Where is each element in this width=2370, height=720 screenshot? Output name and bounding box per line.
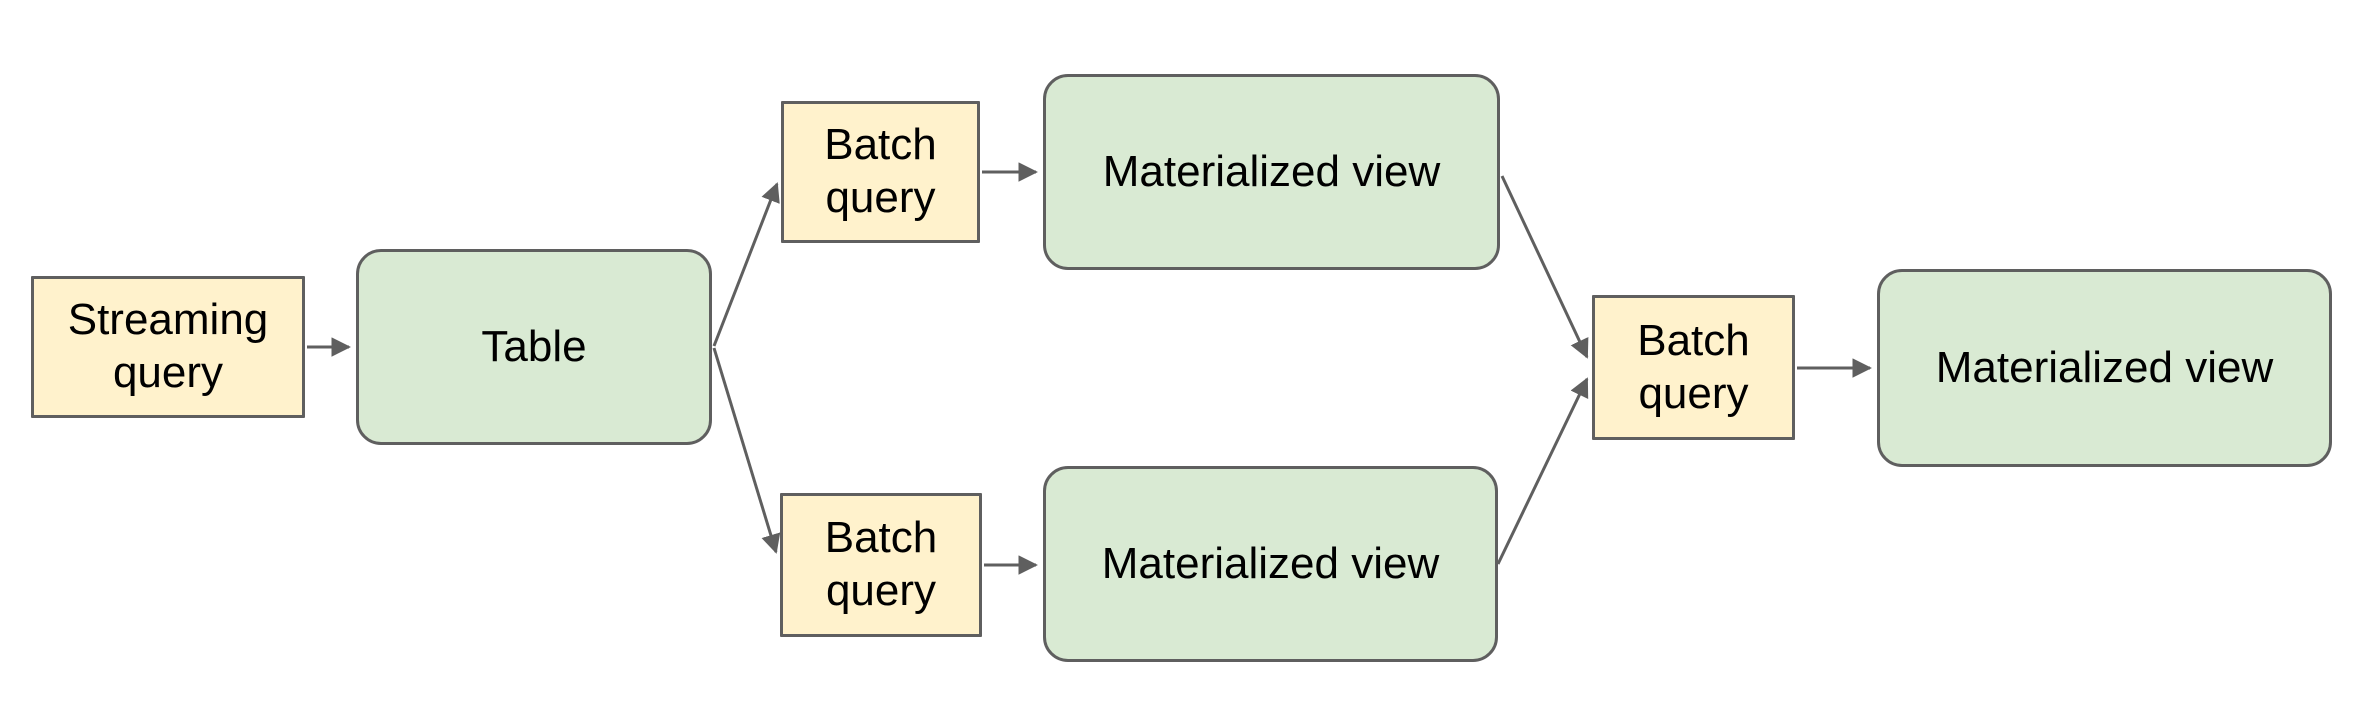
node-materialized-view-right: Materialized view <box>1877 269 2332 467</box>
node-materialized-view-bottom: Materialized view <box>1043 466 1498 662</box>
arrow-table-to-batch-query-bottom <box>712 347 781 554</box>
node-label: Batch query <box>824 513 938 615</box>
node-label: Batch query <box>824 120 937 222</box>
node-table: Table <box>356 249 712 445</box>
node-streaming-query: Streaming query <box>31 276 305 418</box>
node-materialized-view-top: Materialized view <box>1043 74 1500 270</box>
node-label: Table <box>481 321 587 371</box>
arrow-mat-view-top-to-batch-query-right <box>1500 175 1589 359</box>
node-label: Materialized view <box>1935 342 2274 392</box>
arrow-table-to-batch-query-top <box>712 182 780 347</box>
node-label: Batch query <box>1637 315 1750 418</box>
node-label: Streaming query <box>67 295 269 397</box>
node-label: Materialized view <box>1102 146 1441 196</box>
node-batch-query-right: Batch query <box>1592 295 1795 440</box>
node-batch-query-top: Batch query <box>781 101 980 243</box>
node-batch-query-bottom: Batch query <box>780 493 982 637</box>
node-label: Materialized view <box>1101 538 1440 588</box>
arrow-mat-view-bottom-to-batch-query-right <box>1496 377 1589 565</box>
